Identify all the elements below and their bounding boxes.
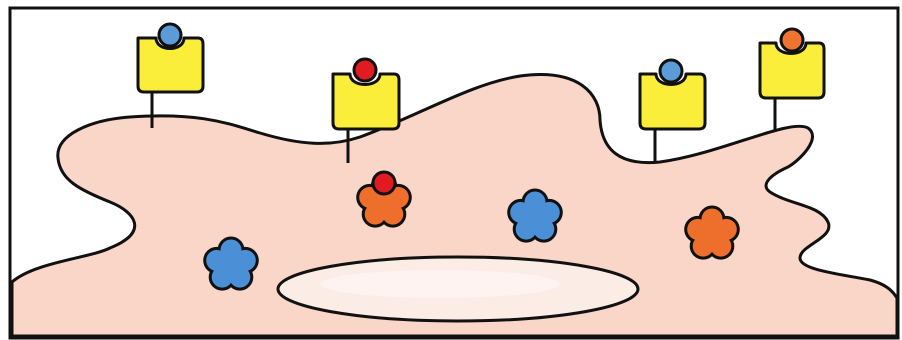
red-ligand bbox=[354, 59, 376, 81]
blue-ligand bbox=[660, 60, 682, 82]
orange-ligand bbox=[781, 29, 803, 51]
red-bound-molecule bbox=[373, 172, 395, 194]
blue-ligand bbox=[159, 24, 181, 46]
nucleus bbox=[278, 257, 638, 321]
